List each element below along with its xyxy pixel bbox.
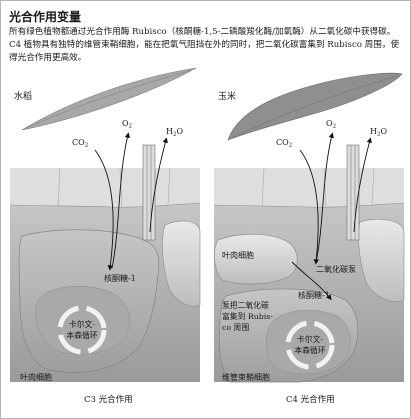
c4-calvin-cycle-ring — [285, 320, 335, 370]
rice-leaf-icon — [21, 67, 197, 131]
c4-calvin-cycle-label: 卡尔文-本森循环 — [294, 335, 326, 355]
corn-leaf-icon — [227, 72, 403, 141]
c3-h2o-label: H2O — [166, 127, 184, 138]
c4-panel — [213, 72, 405, 383]
c3-caption: C3 光合作用 — [84, 395, 133, 405]
c4-bundle-sheath-label: 维管束鞘细胞 — [222, 373, 270, 382]
c4-enzyme-label: 核酮糖-1 — [298, 291, 330, 300]
c3-o2-label: O2 — [122, 119, 133, 130]
c4-o2-label: O2 — [326, 119, 337, 130]
c3-h2o-arrow — [149, 137, 168, 233]
c4-concentrate-note: 泵把二氧化碳富集到 Rubis-co 周围 — [222, 301, 273, 332]
c3-mesophyll-label: 叶肉细胞 — [20, 373, 52, 382]
c3-co2-label: CO2 — [72, 138, 89, 149]
c3-co2-arrow — [94, 149, 114, 271]
c4-o2-arrow — [315, 132, 334, 263]
figure-title: 光合作用变量 — [9, 10, 82, 24]
c3-o2-arrow — [111, 132, 130, 269]
c4-co2-label: CO2 — [276, 138, 293, 149]
c4-mesophyll-label: 叶肉细胞 — [222, 251, 254, 260]
c4-mesophyll-cell — [214, 233, 298, 285]
c3-enzyme-label: 核酮糖-1 — [104, 274, 136, 283]
c4-caption: C4 光合作用 — [286, 395, 335, 405]
c4-h2o-label: H2O — [370, 127, 388, 138]
c4-co2-pump-arrow — [291, 261, 332, 301]
c3-plant-label: 水稻 — [14, 92, 33, 102]
c4-plant-label: 玉米 — [218, 92, 237, 102]
intro-paragraph: 所有绿色植物都通过光合作用酶 Rubisco（核酮糖-1,5-二磷酸羧化酶/加氧… — [9, 27, 400, 63]
c3-calvin-cycle-ring — [57, 305, 107, 355]
c3-calvin-cycle-label: 卡尔文-本森循环 — [66, 320, 98, 340]
c4-co2-arrow — [299, 149, 319, 265]
c3-panel — [9, 67, 201, 382]
c4-pump-label: 二氧化碳泵 — [316, 265, 356, 274]
c4-h2o-arrow — [353, 137, 372, 233]
